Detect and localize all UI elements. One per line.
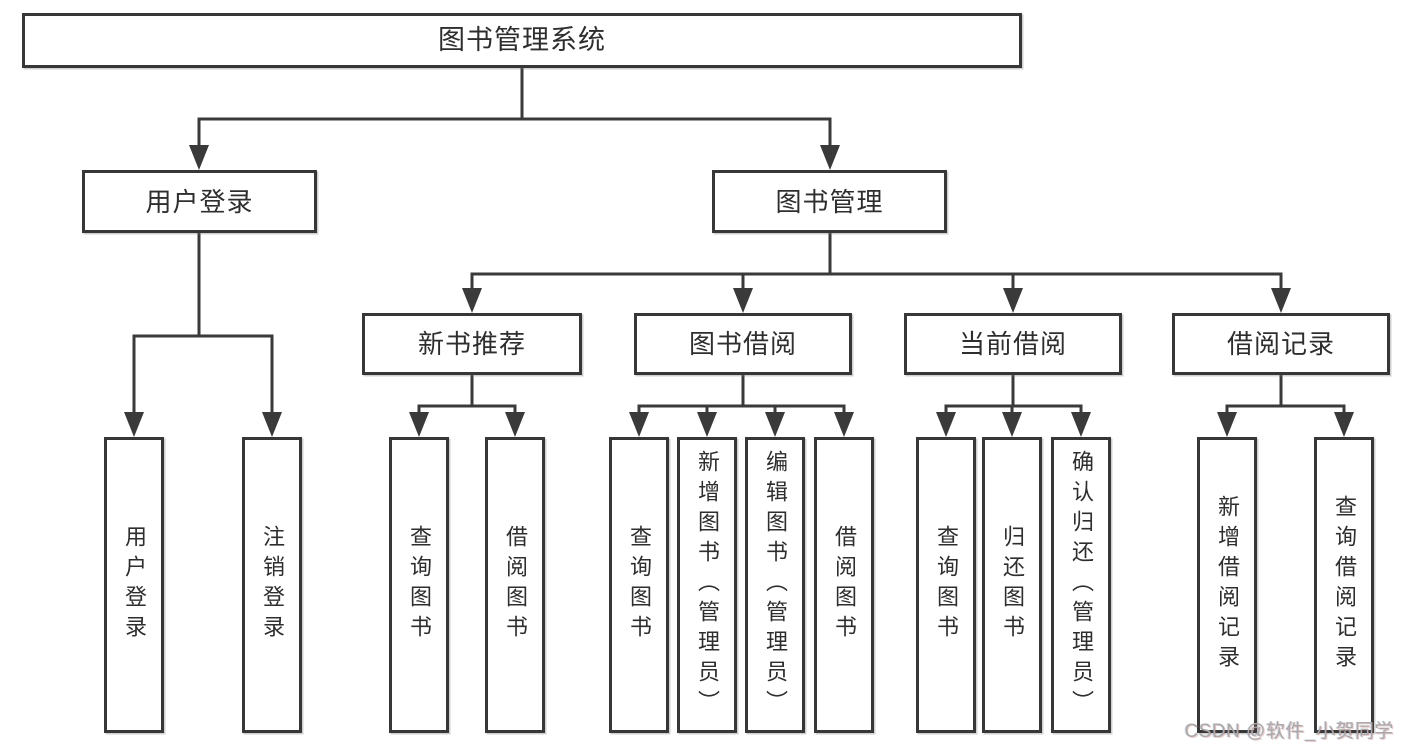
leaf-borrow-book-recommend: 借阅图书: [485, 437, 545, 733]
leaf-logout: 注销登录: [242, 437, 302, 733]
node-new-book-recommendation: 新书推荐: [362, 313, 582, 375]
node-current-borrowing: 当前借阅: [904, 313, 1122, 375]
leaf-add-borrow-record: 新增借阅记录: [1197, 437, 1257, 733]
node-root: 图书管理系统: [22, 13, 1022, 68]
leaf-add-book-admin: 新增图书（管理员）: [677, 437, 737, 733]
arrow-heads: [124, 145, 1354, 437]
leaf-edit-book-admin: 编辑图书（管理员）: [745, 437, 805, 733]
leaf-borrow-book: 借阅图书: [814, 437, 874, 733]
leaf-query-book-recommend: 查询图书: [389, 437, 449, 733]
leaf-query-book-current: 查询图书: [916, 437, 976, 733]
leaf-return-book: 归还图书: [982, 437, 1042, 733]
leaf-query-book-borrowing: 查询图书: [609, 437, 669, 733]
node-user-login: 用户登录: [82, 170, 317, 233]
leaf-user-login: 用户登录: [104, 437, 164, 733]
node-borrowing-records: 借阅记录: [1172, 313, 1390, 375]
connector-paths: [132, 68, 1346, 415]
csdn-watermark: CSDN @软件_小贺同学: [1184, 721, 1394, 742]
node-book-management: 图书管理: [712, 170, 947, 233]
leaf-query-borrow-record: 查询借阅记录: [1314, 437, 1374, 733]
node-book-borrowing: 图书借阅: [634, 313, 852, 375]
leaf-confirm-return-admin: 确认归还（管理员）: [1051, 437, 1111, 733]
